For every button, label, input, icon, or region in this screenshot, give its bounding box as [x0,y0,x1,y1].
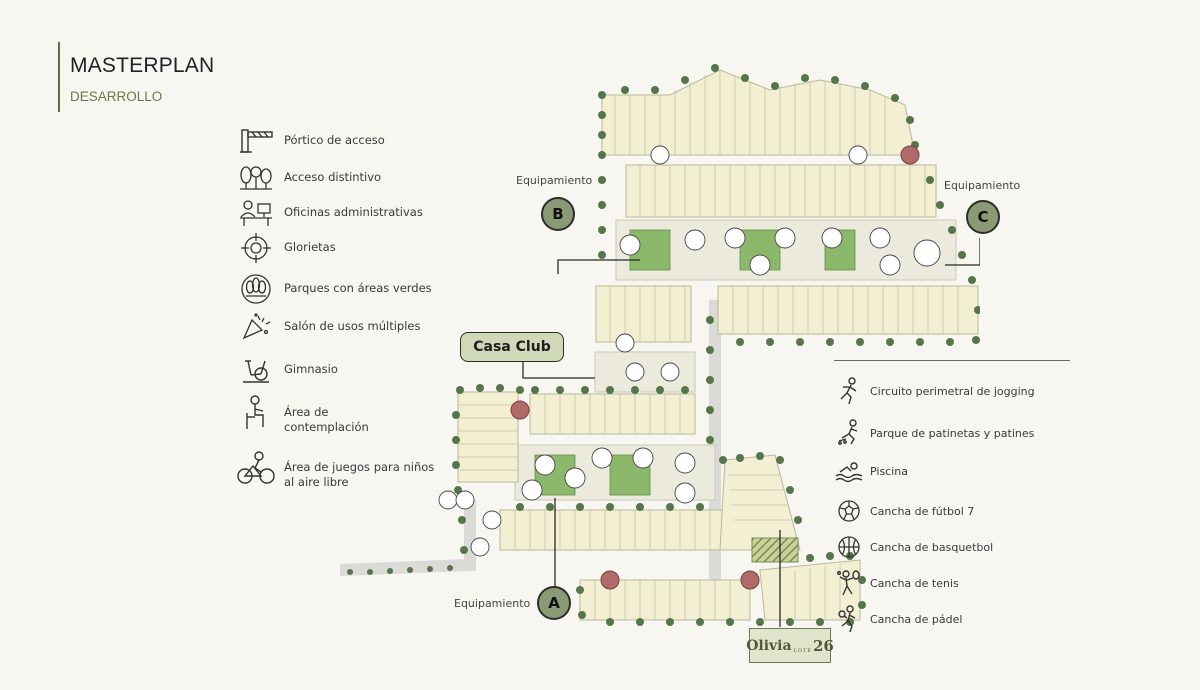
basketball-icon [834,532,864,562]
gate-icon [236,124,276,158]
legend-label: Cancha de basquetbol [870,540,994,554]
equipamiento-a-label: Equipamiento [454,597,531,610]
padel-icon [834,604,864,634]
legend-item-offices: Oficinas administrativas [236,196,486,230]
legend-label: Cancha de tenis [870,576,959,590]
legend-item-gym: Gimnasio [236,353,486,387]
park-icon [236,272,276,306]
legend-divider [834,360,1070,361]
north-block [595,69,979,343]
legend-item-multipurpose-hall: Salón de usos múltiples [236,310,486,344]
legend-item-tennis: Cancha de tenis [834,568,1074,598]
legend-item-padel: Cancha de pádel [834,604,1074,634]
exercise-bike-icon [236,353,276,387]
south-west-block [457,391,751,621]
legend-item-skate: Parque de patinetas y patines [834,418,1074,448]
masterplan-map [339,60,982,664]
legend-item-contemplation: Área de contemplación [236,395,486,435]
header-accent-bar [58,42,60,112]
roundabout-icon [236,231,276,265]
page-title: MASTERPLAN [70,54,215,77]
olivia-name: Olivia [746,637,792,654]
skater-icon [834,418,864,448]
seated-person-icon [236,395,276,430]
page-subtitle: DESARROLLO [70,89,163,104]
legend-label: Área de contemplación [284,405,369,434]
legend-item-basketball: Cancha de basquetbol [834,532,1074,562]
legend-item-roundabouts: Glorietas [236,231,486,265]
olivia-lot-label[interactable]: Olivia LOTE 26 [746,628,834,663]
legend-label: Salón de usos múltiples [284,319,421,333]
callout-badge-c[interactable]: C [966,200,1000,234]
perimeter-tree-row [347,64,982,626]
roundabouts [510,145,920,590]
legend-item-jogging: Circuito perimetral de jogging [834,376,1074,406]
legend-label: Circuito perimetral de jogging [870,384,1035,398]
legend-label: Área de juegos para niños al aire libre [284,460,435,489]
child-bike-icon [236,451,276,485]
callout-badge-b[interactable]: B [541,197,575,231]
legend-item-parks: Parques con áreas verdes [236,272,486,306]
legend-label: Oficinas administrativas [284,205,423,219]
casa-club-label[interactable]: Casa Club [460,332,564,362]
amenity-markers [438,145,941,557]
confetti-icon [236,310,276,344]
legend-item-trees: Acceso distintivo [236,161,486,195]
callout-badge-a[interactable]: A [537,586,571,620]
office-desk-icon [236,196,276,230]
swimming-icon [834,456,864,486]
legend-item-gate: Pórtico de acceso [236,124,486,158]
jogging-icon [834,376,864,406]
lot-divisions [458,70,959,620]
equipamiento-b-label: Equipamiento [516,174,593,187]
site-plan-drawing [339,64,982,627]
legend-label: Gimnasio [284,362,338,376]
legend-item-kids-play: Área de juegos para niños al aire libre [236,451,486,490]
legend-item-pool: Piscina [834,456,1074,486]
legend-item-soccer: Cancha de fútbol 7 [834,496,1074,526]
legend-label: Cancha de fútbol 7 [870,504,975,518]
olivia-lote-text: LOTE [793,647,812,654]
legend-label: Pórtico de acceso [284,133,385,147]
trees-icon [236,161,276,195]
soccer-ball-icon [834,496,864,526]
olivia-lot-number: 26 [812,636,834,655]
equipamiento-c-label: Equipamiento [944,179,1021,192]
legend-label: Parque de patinetas y patines [870,426,1035,440]
legend-label: Parques con áreas verdes [284,281,432,295]
legend-label: Cancha de pádel [870,612,963,626]
legend-label: Acceso distintivo [284,170,382,184]
tennis-icon [834,568,864,598]
legend-label: Glorietas [284,240,336,254]
legend-label: Piscina [870,464,908,478]
